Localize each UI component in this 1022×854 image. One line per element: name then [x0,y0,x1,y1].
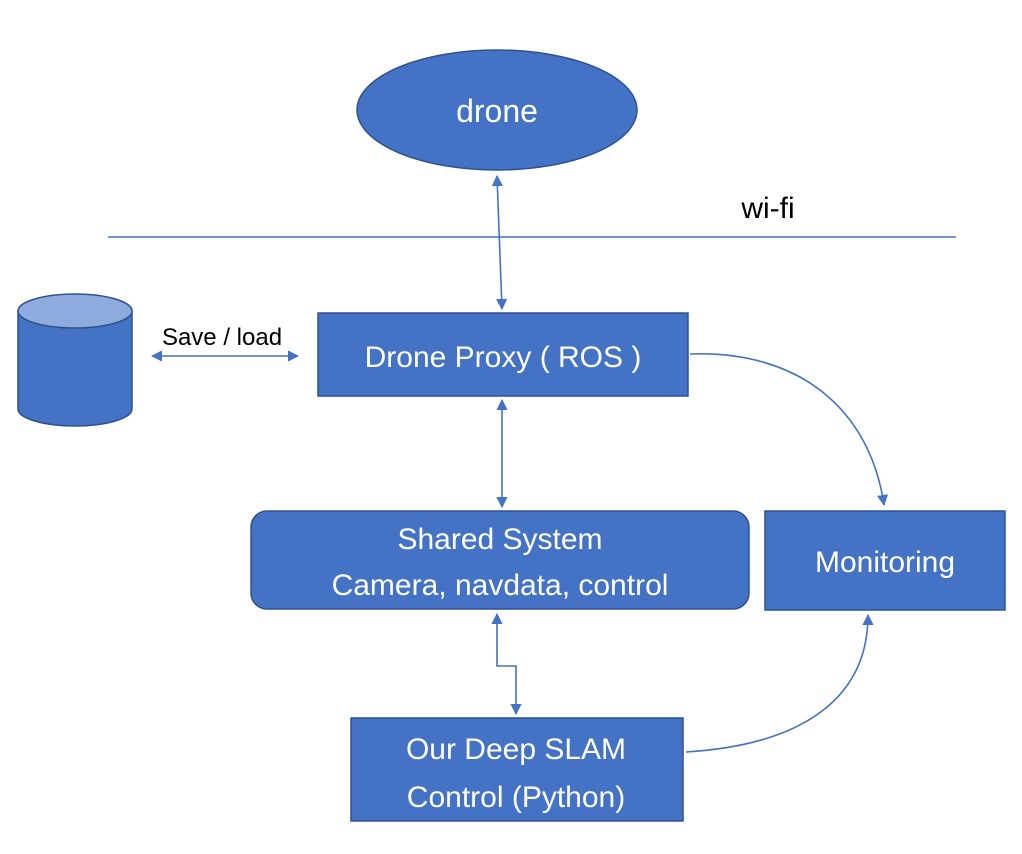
edge-shared-slam [491,612,522,716]
monitoring-label: Monitoring [815,546,955,579]
shared-system-node: Shared System Camera, navdata, control [250,510,750,610]
edge-drone-proxy [491,174,508,311]
edge-proxy-monitoring [689,353,889,507]
drone-proxy-label: Drone Proxy ( ROS ) [365,341,642,374]
deep-slam-node: Our Deep SLAM Control (Python) [350,717,684,822]
wifi-label: wi-fi [740,192,794,225]
edge-slam-monitoring [685,613,874,753]
drone-node: drone [356,49,638,171]
deep-slam-subtitle: Control (Python) [407,781,625,814]
save-load-label: Save / load [162,324,282,351]
drone-label: drone [456,93,538,129]
shared-system-subtitle: Camera, navdata, control [332,569,669,602]
monitoring-node: Monitoring [764,510,1006,611]
drone-proxy-node: Drone Proxy ( ROS ) [317,312,689,397]
deep-slam-title: Our Deep SLAM [406,733,626,766]
storage-cylinder-icon [17,293,133,427]
shared-system-title: Shared System [397,523,602,556]
